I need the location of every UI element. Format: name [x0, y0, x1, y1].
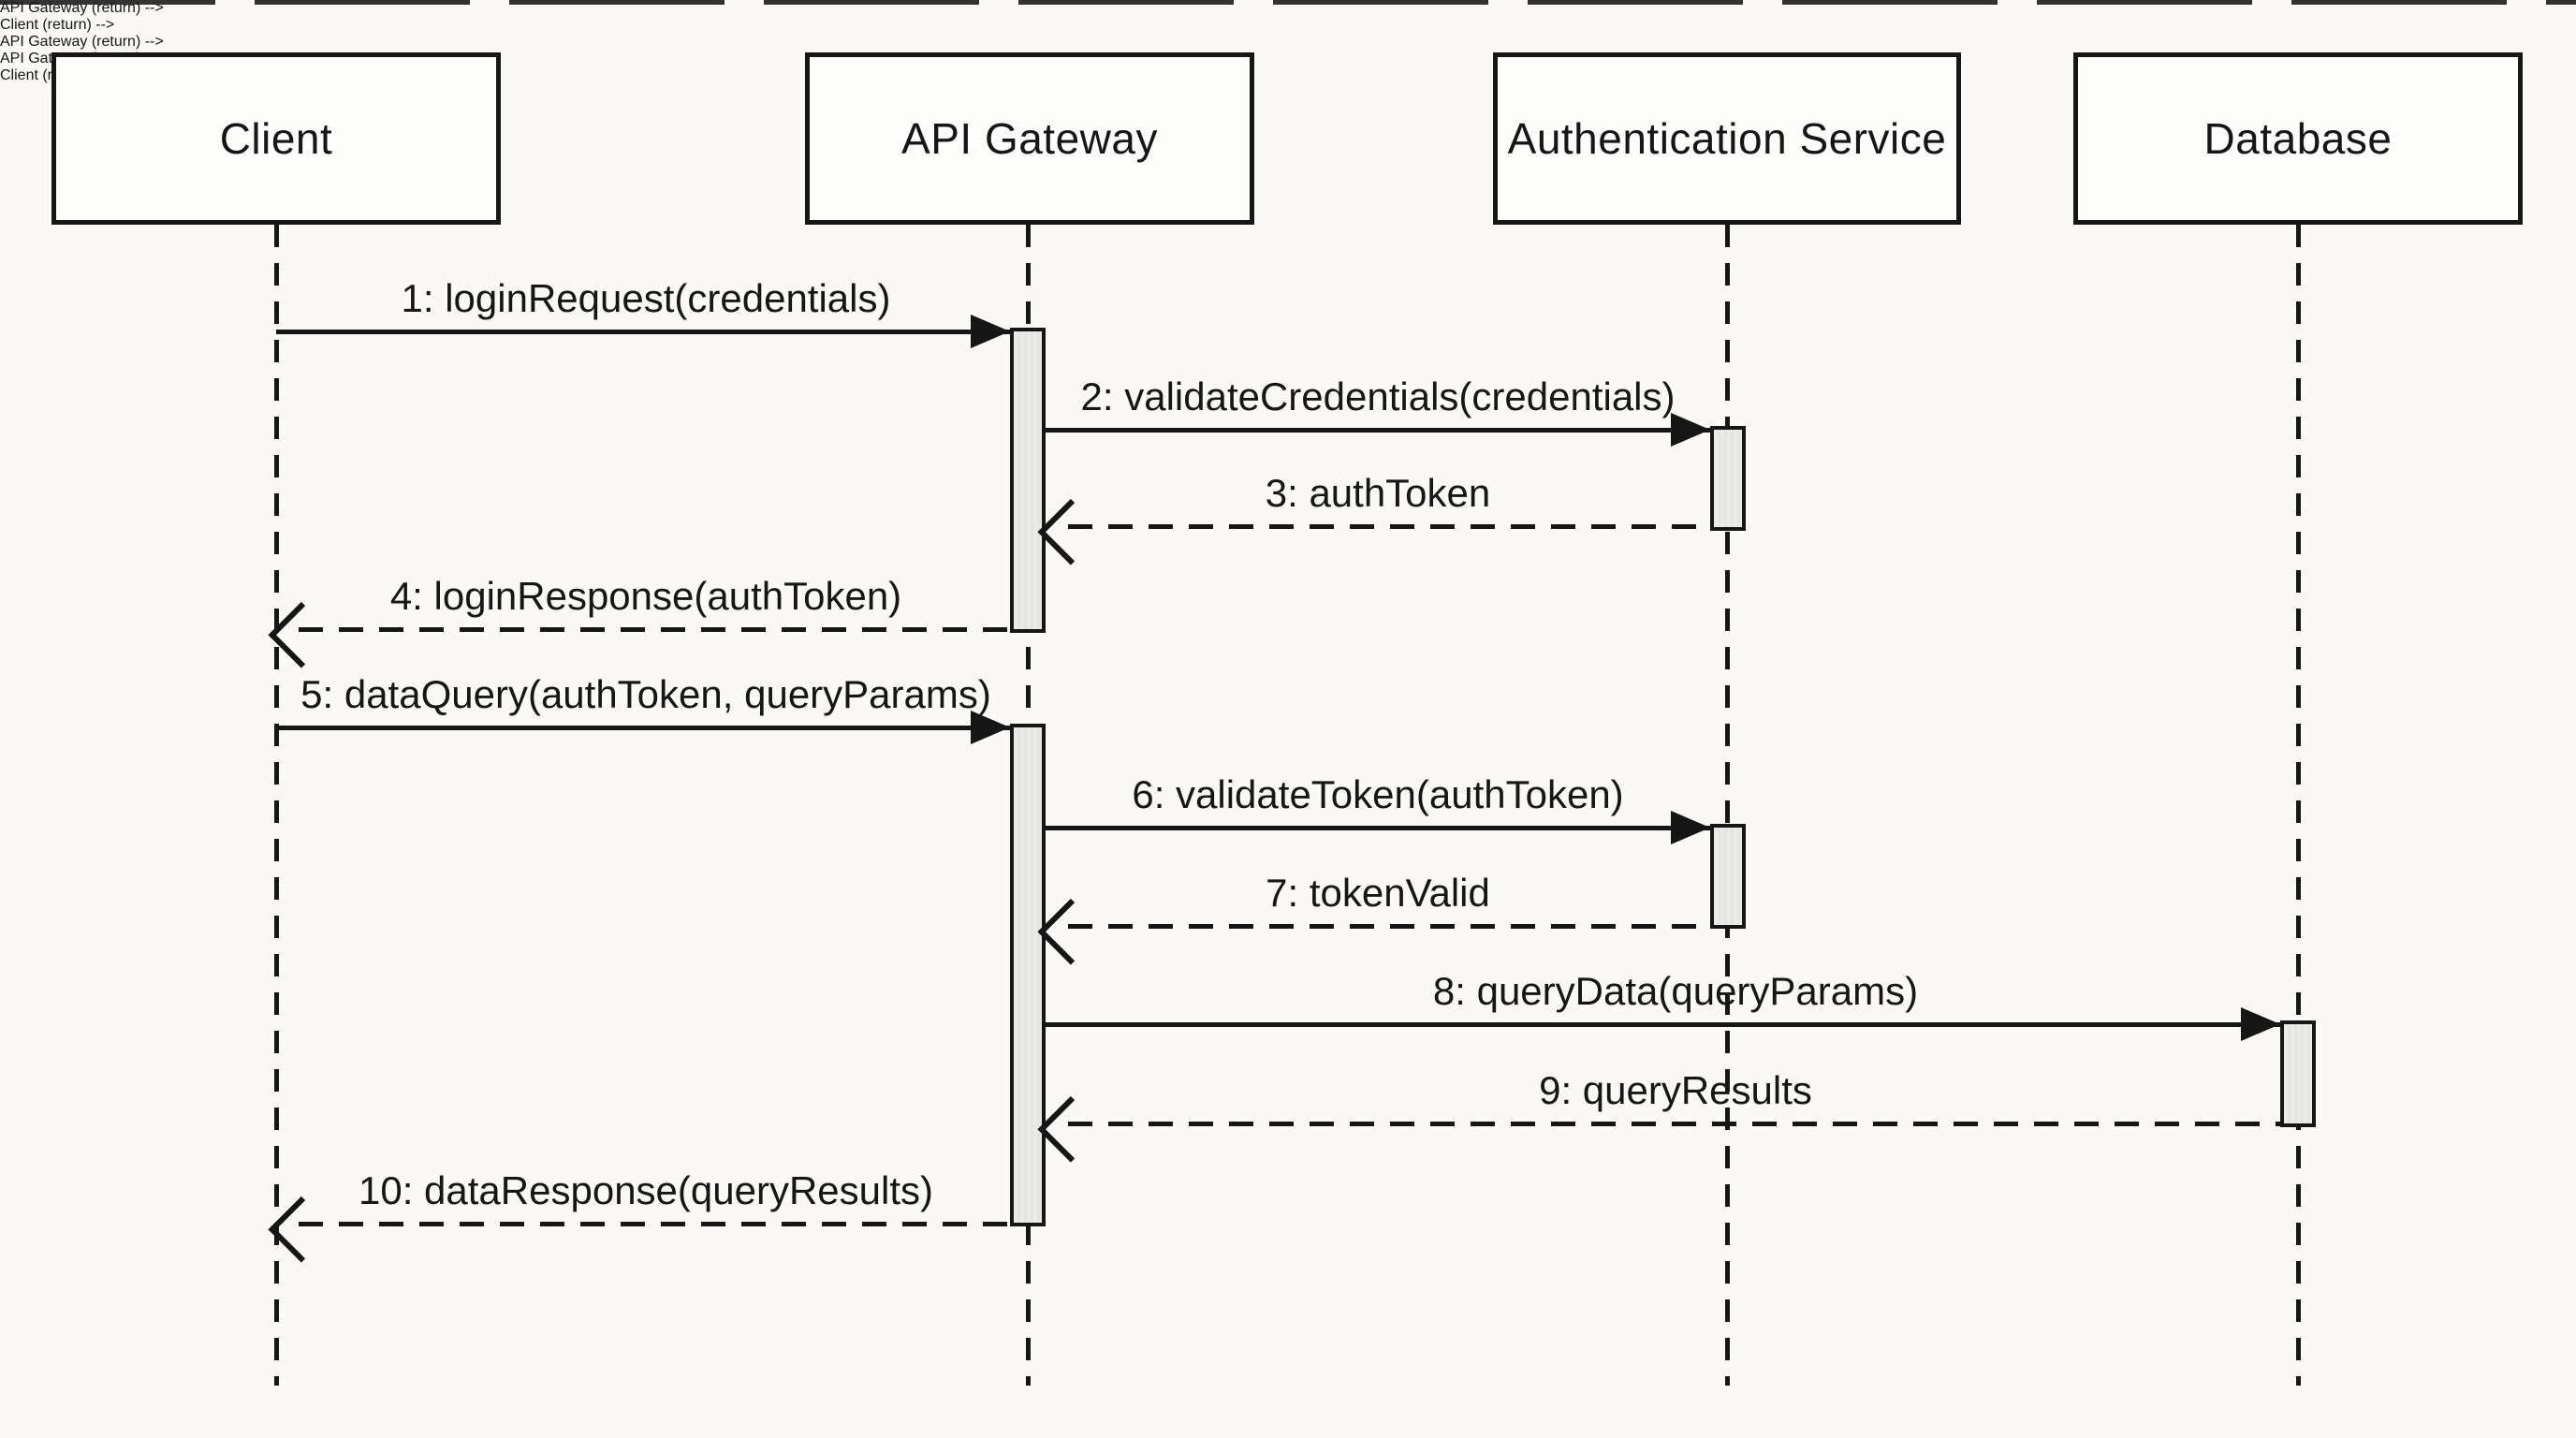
activation-bar-api-gateway-1 — [1010, 328, 1046, 633]
filled-arrowhead-icon — [1671, 413, 1710, 447]
message-3-line — [1068, 524, 1710, 529]
participant-label-client: Client — [219, 114, 333, 163]
lifeline-auth-service — [1725, 225, 1730, 1386]
message-4-label: 4: loginResponse(authToken) — [389, 574, 902, 618]
activation-bar-auth-service-1 — [1710, 426, 1746, 531]
lifeline-client — [274, 225, 279, 1386]
message-10-line — [299, 1222, 1010, 1226]
message-5-line — [276, 726, 1010, 730]
filled-arrowhead-icon — [971, 315, 1010, 348]
message-1-label: 1: loginRequest(credentials) — [401, 276, 891, 320]
activation-bar-auth-service-2 — [1710, 824, 1746, 929]
message-6-label: 6: validateToken(authToken) — [1132, 772, 1624, 816]
filled-arrowhead-icon — [1671, 811, 1710, 844]
participant-box-auth-service: Authentication Service — [1493, 52, 1961, 225]
message-10-label: 10: dataResponse(queryResults) — [358, 1168, 934, 1212]
message-7-label: 7: tokenValid — [1266, 871, 1490, 915]
message-2-label: 2: validateCredentials(credentials) — [1080, 374, 1676, 418]
participant-label-api-gateway: API Gateway — [901, 114, 1158, 163]
message-5-label: 5: dataQuery(authToken, queryParams) — [300, 672, 991, 716]
activation-bar-database-1 — [2280, 1020, 2316, 1127]
scan-artifact-line — [0, 0, 2576, 5]
message-8-line — [1046, 1022, 2280, 1027]
message-7-line — [1068, 924, 1710, 929]
open-arrowhead-icon — [1037, 498, 1105, 565]
message-8-label: 8: queryData(queryParams) — [1432, 969, 1919, 1013]
participant-label-auth-service: Authentication Service — [1507, 114, 1947, 163]
participant-box-client: Client — [51, 52, 501, 225]
open-arrowhead-icon — [1037, 898, 1105, 965]
filled-arrowhead-icon — [971, 711, 1010, 744]
activation-bar-api-gateway-2 — [1010, 724, 1046, 1226]
open-arrowhead-icon — [1037, 1095, 1105, 1163]
message-6-line — [1046, 826, 1710, 830]
message-9-label: 9: queryResults — [1539, 1068, 1812, 1112]
participant-box-database: Database — [2073, 52, 2523, 225]
lifeline-database — [2296, 225, 2301, 1386]
message-1-line — [276, 330, 1010, 334]
message-9-line — [1068, 1122, 2280, 1126]
filled-arrowhead-icon — [2241, 1007, 2280, 1041]
participant-label-database: Database — [2203, 114, 2393, 163]
message-4-line — [299, 627, 1010, 632]
message-3-label: 3: authToken — [1265, 471, 1491, 515]
message-2-line — [1046, 428, 1710, 433]
participant-box-api-gateway: API Gateway — [805, 52, 1254, 225]
